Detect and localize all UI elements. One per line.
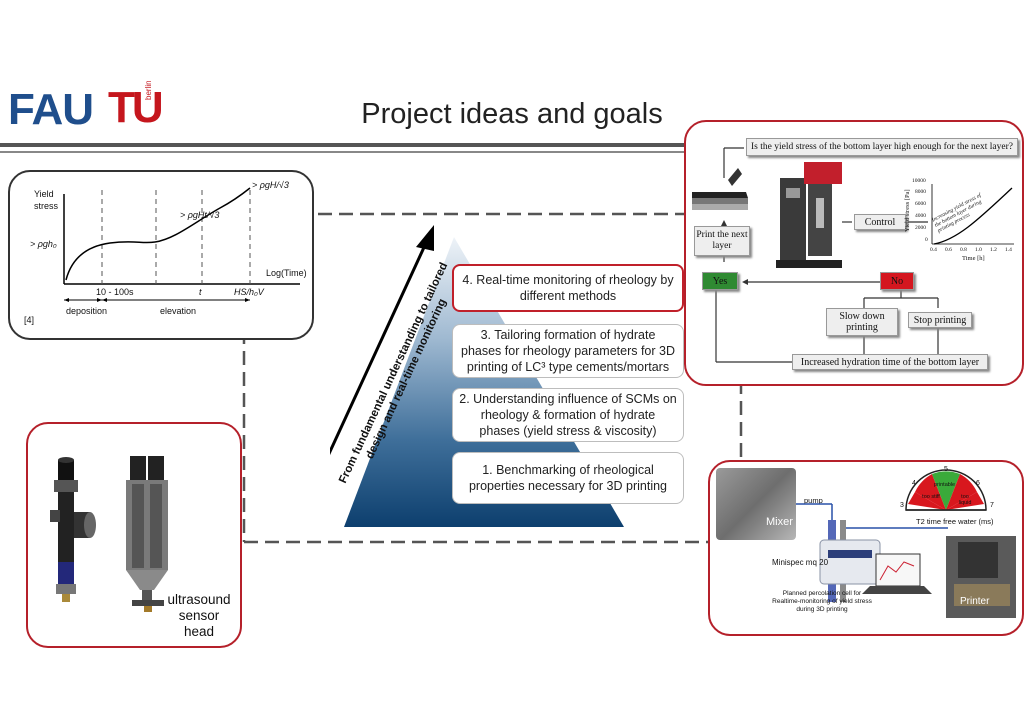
mini-chart-ytick-3: 4000 <box>915 213 926 219</box>
chart-annot-3: > ρgH/√3 <box>252 180 289 190</box>
gauge-title: T2 time free water (ms) <box>916 517 994 526</box>
mini-chart-xtick-5: 1.4 <box>1005 247 1012 253</box>
mini-chart-ytick-0: 10000 <box>912 178 926 184</box>
mini-chart-xtick-1: 0.6 <box>945 247 952 253</box>
sensor-illustration <box>50 456 168 612</box>
mixer-photo <box>716 468 796 540</box>
mini-chart-ytick-4: 2000 <box>915 225 926 231</box>
gauge-tick-5: 5 <box>944 466 948 473</box>
gauge-tick-7: 7 <box>990 502 994 509</box>
chart-tick-2: t <box>199 287 202 297</box>
flowchart-panel: Is the yield stress of the bottom layer … <box>684 120 1024 386</box>
gauge-too-liquid: too liquid <box>958 494 972 506</box>
fau-logo: FAU <box>8 85 94 134</box>
flow-stop-box: Stop printing <box>908 312 972 328</box>
gauge-tick-6: 6 <box>976 480 980 487</box>
header-rule-bottom <box>0 151 1024 153</box>
chart-ylabel-2: stress <box>34 201 59 211</box>
mini-chart-ytick-5: 0 <box>925 237 928 243</box>
goal-step-1: 1. Benchmarking of rheological propertie… <box>452 452 684 504</box>
chart-annot-2: > ρgHt/√3 <box>180 210 220 220</box>
sensor-label: ultrasound sensor head <box>167 592 231 639</box>
gauge-tick-3: 3 <box>900 502 904 509</box>
header-rule-top <box>0 143 1024 147</box>
nmr-setup-lines <box>796 469 1016 618</box>
flow-increased-box: Increased hydration time of the bottom l… <box>792 354 988 370</box>
gauge-too-stiff: too stiff <box>922 494 940 500</box>
mini-chart-xtick-4: 1.2 <box>990 247 997 253</box>
tu-berlin-logo: TU berlin <box>108 80 164 132</box>
minispec-label: Minispec mq 20 <box>772 558 829 567</box>
chart-ref: [4] <box>24 315 35 325</box>
tu-mark: TU <box>108 83 164 132</box>
yield-stress-panel: Yield stress > ρgh₀ > ρgHt/√3 > ρgH/√3 L… <box>8 170 314 340</box>
chart-phase-1: deposition <box>66 306 108 316</box>
flow-slow-down-box: Slow down printing <box>826 308 898 336</box>
mini-chart-ytick-2: 6000 <box>915 201 926 207</box>
mini-chart-xtick-0: 0.4 <box>930 247 937 253</box>
mixer-label: Mixer <box>766 516 793 528</box>
planned-cell-label: Planned percolation cell for Realtime-mo… <box>772 590 872 613</box>
mini-chart-ytick-1: 8000 <box>915 189 926 195</box>
flow-no-box: No <box>880 272 914 290</box>
gauge-printable: printable <box>934 482 956 488</box>
mini-chart-xtick-2: 0.8 <box>960 247 967 253</box>
mini-chart-ylabel: Yield stress [Pa] <box>904 189 911 232</box>
nmr-panel: Mixer pump 3 4 5 6 7 too stiff printable… <box>708 460 1024 636</box>
yield-stress-chart <box>63 187 300 302</box>
chart-tick-3: HS/h₀V <box>234 287 264 297</box>
flow-yes-box: Yes <box>702 272 738 290</box>
mini-chart-xlabel: Time [h] <box>962 255 985 262</box>
chart-annot-1: > ρgh₀ <box>30 239 57 249</box>
goal-step-2: 2. Understanding influence of SCMs on rh… <box>452 388 684 442</box>
chart-phase-2: elevation <box>160 306 197 316</box>
goal-step-4: 4. Real-time monitoring of rheology by d… <box>452 264 684 312</box>
mini-chart-xtick-3: 1.0 <box>975 247 982 253</box>
flow-question-box: Is the yield stress of the bottom layer … <box>746 138 1018 156</box>
flowchart-lines <box>692 147 1014 363</box>
sensor-panel: ultrasound sensor head <box>26 422 242 648</box>
goal-step-3: 3. Tailoring formation of hydrate phases… <box>452 324 684 378</box>
gauge-tick-4: 4 <box>912 480 916 487</box>
flow-print-next-box: Print the next layer <box>694 226 750 256</box>
pump-label: pump <box>804 496 823 505</box>
flow-control-box: Control <box>854 214 906 230</box>
chart-xlabel: Log(Time) <box>266 268 307 278</box>
page-title: Project ideas and goals <box>361 98 663 130</box>
chart-ylabel-1: Yield <box>34 189 54 199</box>
chart-tick-1: 10 - 100s <box>96 287 134 297</box>
printer-label: Printer <box>960 596 990 607</box>
